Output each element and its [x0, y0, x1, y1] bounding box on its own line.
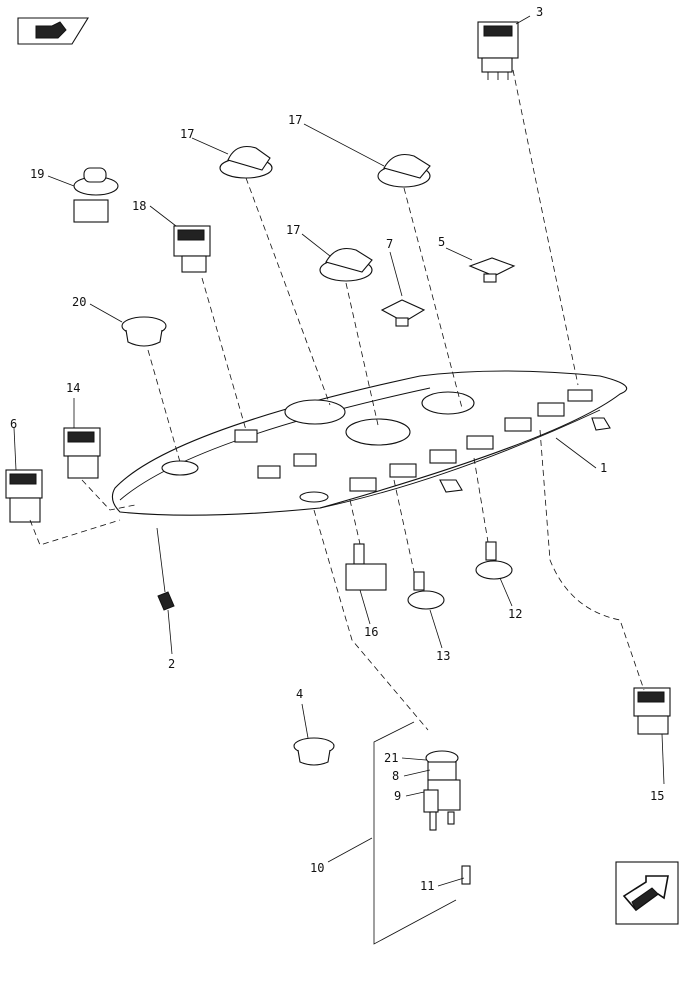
switch-16: [345, 543, 387, 591]
potentiometer-12: [475, 541, 513, 580]
callout-17b: 17: [288, 113, 302, 127]
callout-18: 18: [132, 199, 146, 213]
lamp-switch-19: [73, 167, 119, 223]
callout-7: 7: [386, 237, 393, 251]
callout-1: 1: [600, 461, 607, 475]
switch-15: [633, 687, 671, 735]
next-page-arrow-icon[interactable]: [615, 861, 679, 925]
callout-3: 3: [536, 5, 543, 19]
potentiometer-13: [407, 571, 445, 610]
switch-18: [173, 225, 211, 273]
callout-16: 16: [364, 625, 378, 639]
callout-21: 21: [384, 751, 398, 765]
console-panel: [111, 370, 628, 516]
callout-4: 4: [296, 687, 303, 701]
callout-14: 14: [66, 381, 80, 395]
knob-17b: [377, 153, 431, 188]
callout-20: 20: [72, 295, 86, 309]
callout-10: 10: [310, 861, 324, 875]
knob-17a: [219, 145, 273, 179]
switch-6: [5, 469, 43, 523]
callout-12: 12: [508, 607, 522, 621]
grommet-20: [121, 316, 167, 347]
power-socket-assembly: [423, 750, 471, 885]
plug-7: [380, 299, 426, 327]
assembly-bracket-10: [373, 721, 457, 945]
callout-5: 5: [438, 235, 445, 249]
callout-15: 15: [650, 789, 664, 803]
plug-4: [293, 737, 335, 766]
callout-19: 19: [30, 167, 44, 181]
callout-17c: 17: [286, 223, 300, 237]
assembly-lines: [29, 69, 645, 731]
clip-2: [157, 591, 175, 611]
callout-9: 9: [394, 789, 401, 803]
callout-6: 6: [10, 417, 17, 431]
callout-2: 2: [168, 657, 175, 671]
book-icon[interactable]: [17, 17, 89, 45]
leader-lines: [13, 15, 665, 887]
callout-11: 11: [420, 879, 434, 893]
switch-14: [63, 427, 101, 479]
callout-13: 13: [436, 649, 450, 663]
callout-17a: 17: [180, 127, 194, 141]
plug-5: [468, 257, 516, 283]
callout-8: 8: [392, 769, 399, 783]
knob-17c: [319, 247, 373, 282]
rocker-switch-3: [477, 21, 519, 80]
